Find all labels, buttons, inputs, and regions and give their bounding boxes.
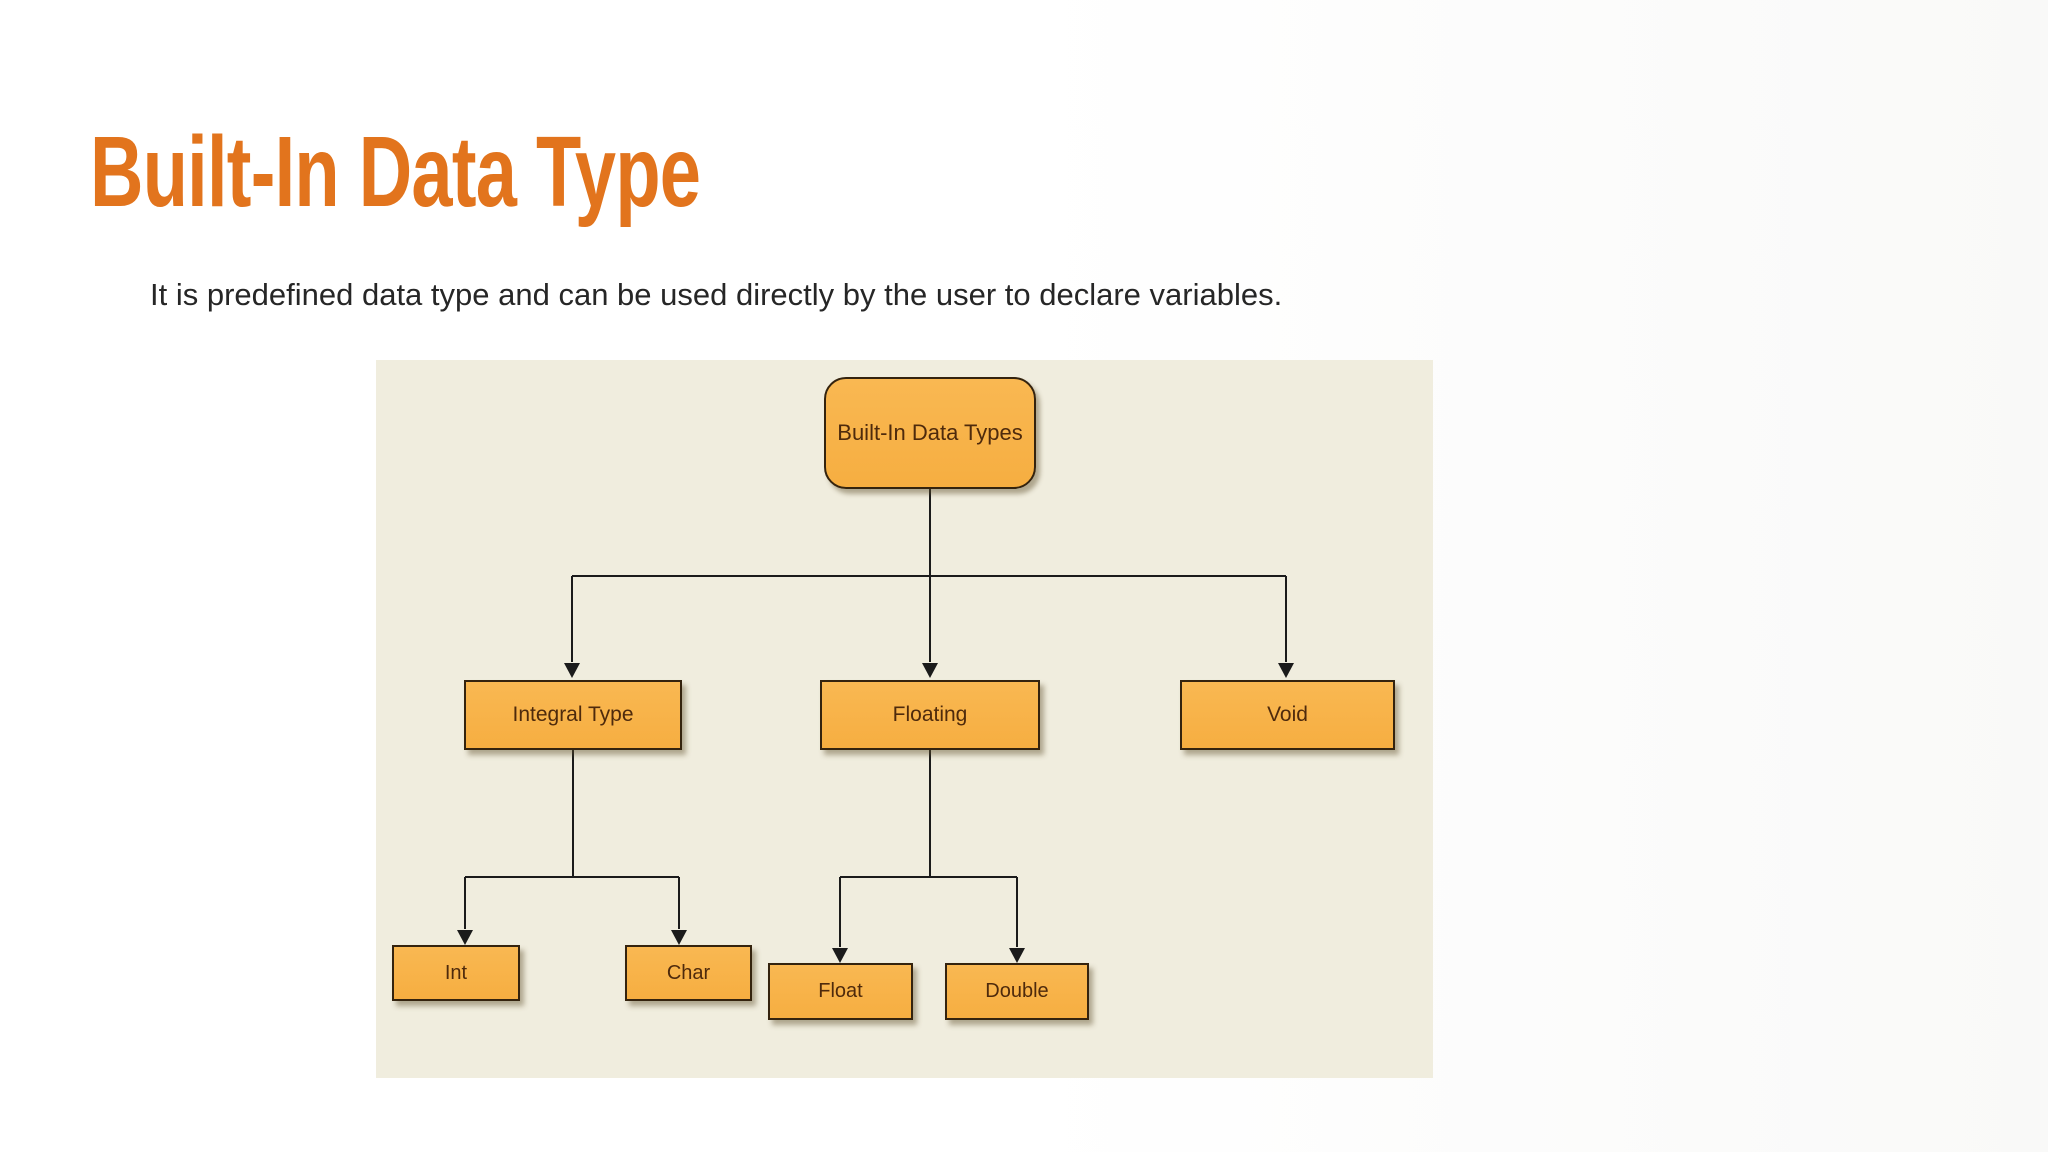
arrow-down-icon: [1009, 948, 1025, 963]
arrow-down-icon: [922, 663, 938, 678]
node-label: Integral Type: [512, 703, 634, 726]
data-types-diagram: Built-In Data Types Integral Type Floati…: [376, 360, 1433, 1078]
page-title: Built-In Data Type: [90, 116, 701, 228]
node-int: Int: [392, 945, 520, 1001]
node-label: Int: [444, 961, 468, 984]
arrow-down-icon: [671, 930, 687, 945]
connector-lines: [457, 489, 1294, 963]
node-label: Built-In Data Types: [837, 420, 1023, 445]
node-char: Char: [625, 945, 752, 1001]
arrow-down-icon: [457, 930, 473, 945]
slide-subtitle: It is predefined data type and can be us…: [150, 277, 1283, 312]
node-label: Void: [1267, 703, 1308, 726]
node-floating: Floating: [820, 680, 1040, 750]
node-label: Float: [818, 980, 863, 1002]
node-label: Char: [666, 961, 711, 984]
arrow-down-icon: [832, 948, 848, 963]
arrow-down-icon: [564, 663, 580, 678]
node-built-in-data-types: Built-In Data Types: [824, 377, 1036, 489]
node-float: Float: [768, 963, 913, 1020]
node-double: Double: [945, 963, 1089, 1020]
node-integral-type: Integral Type: [464, 680, 682, 750]
node-void: Void: [1180, 680, 1395, 750]
node-label: Floating: [892, 703, 968, 726]
node-label: Double: [985, 980, 1049, 1002]
arrow-down-icon: [1278, 663, 1294, 678]
